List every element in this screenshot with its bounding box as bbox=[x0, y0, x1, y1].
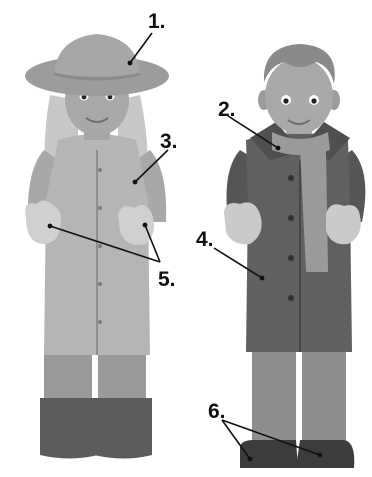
leader-5a-dot bbox=[48, 224, 53, 229]
woman-left-boot-icon bbox=[40, 398, 98, 459]
callout-6: 6. bbox=[208, 400, 226, 423]
man-right-leg bbox=[302, 345, 346, 450]
leader-4-dot bbox=[260, 276, 265, 281]
leader-6a-dot bbox=[248, 457, 253, 462]
man-right-mitten-icon bbox=[326, 204, 361, 244]
leader-6a bbox=[222, 420, 250, 459]
callout-2: 2. bbox=[218, 98, 236, 121]
leader-5b-dot bbox=[143, 223, 148, 228]
leader-2-dot bbox=[276, 146, 281, 151]
leader-1-dot bbox=[128, 61, 133, 66]
leader-3-dot bbox=[133, 180, 138, 185]
woman-figure bbox=[25, 34, 169, 459]
man-figure bbox=[224, 44, 365, 468]
woman-right-boot-icon bbox=[94, 398, 152, 459]
man-left-mitten-icon bbox=[224, 202, 262, 244]
man-left-leg bbox=[252, 345, 296, 450]
callout-5: 5. bbox=[158, 268, 176, 291]
man-right-shoe-icon bbox=[296, 440, 354, 468]
callout-3: 3. bbox=[160, 130, 178, 153]
callout-1: 1. bbox=[148, 10, 166, 33]
callout-4: 4. bbox=[196, 228, 214, 251]
man-face bbox=[265, 58, 333, 134]
hat-crown-icon bbox=[54, 34, 140, 76]
leader-6b-dot bbox=[318, 453, 323, 458]
leader-1 bbox=[130, 33, 152, 63]
